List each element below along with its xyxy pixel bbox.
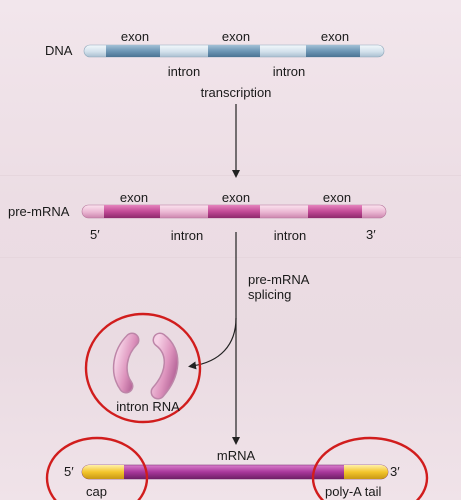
dna-exon-2-label: exon	[221, 29, 251, 44]
dna-exon-2	[208, 45, 260, 57]
tail-highlight-circle	[311, 436, 429, 500]
cap-label: cap	[86, 484, 107, 499]
intron-rna-highlight-circle	[84, 312, 202, 424]
pre-mrna-5-prime-end: 5′	[90, 227, 100, 242]
dna-exon-1	[106, 45, 160, 57]
mrna-label: mRNA	[216, 448, 256, 463]
mrna-3-prime-end: 3′	[390, 464, 400, 479]
cap-highlight-circle	[45, 436, 149, 500]
mrna-strand	[81, 464, 389, 480]
pre-mrna-strand	[81, 204, 387, 219]
intron-rna-pieces	[112, 332, 179, 400]
pre-mrna-exon-3-label: exon	[322, 190, 352, 205]
dna-strand	[83, 44, 385, 58]
pre-mrna-exon-1-label: exon	[119, 190, 149, 205]
splicing-label-line2: splicing	[248, 287, 292, 302]
pre-mrna-exon-2-label: exon	[221, 190, 251, 205]
splicing-label-line1: pre-mRNA	[248, 272, 310, 287]
dna-intron-1-label: intron	[167, 64, 201, 79]
poly-a-tail-segment	[344, 465, 388, 479]
pre-mrna-exon-2	[208, 205, 260, 218]
mrna-5-prime-end: 5′	[64, 464, 74, 479]
transcription-label: transcription	[200, 85, 272, 100]
dna-exon-3	[306, 45, 360, 57]
dna-intron-2-label: intron	[272, 64, 306, 79]
dna-exon-1-label: exon	[120, 29, 150, 44]
pre-mrna-label: pre-mRNA	[8, 204, 70, 219]
pre-mrna-exon-3	[308, 205, 362, 218]
cap-segment	[82, 465, 124, 479]
pre-mrna-intron-2-label: intron	[273, 228, 307, 243]
pre-mrna-intron-1-label: intron	[170, 228, 204, 243]
section-divider	[0, 175, 461, 176]
poly-a-tail-label: poly-A tail	[325, 484, 382, 499]
pre-mrna-exon-1	[104, 205, 160, 218]
intron-rna-label: intron RNA	[116, 399, 180, 414]
dna-exon-3-label: exon	[320, 29, 350, 44]
pre-mrna-3-prime-end: 3′	[366, 227, 376, 242]
dna-label: DNA	[45, 43, 73, 58]
section-divider	[0, 257, 461, 258]
